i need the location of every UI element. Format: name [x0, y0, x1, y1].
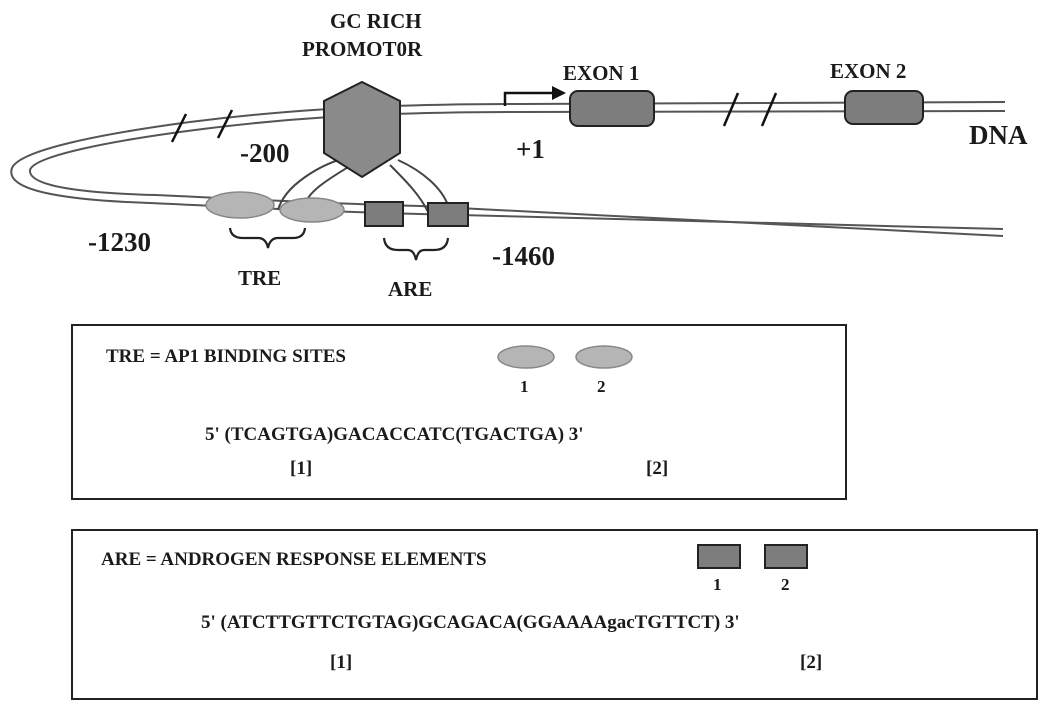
are-sequence: 5' (ATCTTGTTCTGTAG)GCAGACA(GGAAAAgacTGTT…	[201, 612, 740, 633]
are-info-box: ARE = ANDROGEN RESPONSE ELEMENTS 1 2 5' …	[71, 529, 1038, 700]
exon-2-box	[844, 90, 924, 125]
break-mark	[170, 113, 188, 143]
strand-break-marks	[170, 92, 778, 143]
break-mark	[722, 92, 740, 127]
tss-arrow-line	[503, 91, 552, 106]
are-legend-box-2	[764, 544, 808, 569]
tre-legend-number-2: 2	[597, 377, 606, 396]
promoter-label-line2: PROMOT0R	[302, 37, 423, 61]
are-label: ARE	[388, 277, 432, 301]
tre-site-2-marker: [2]	[646, 458, 668, 479]
position-minus200: -200	[240, 138, 290, 168]
tre-site-2-oval	[279, 197, 345, 223]
position-plus1: +1	[516, 134, 545, 164]
connector-are	[389, 164, 429, 213]
tre-legend-number-1: 1	[520, 377, 529, 396]
tre-brace	[228, 227, 307, 249]
are-legend-number-1: 1	[713, 575, 722, 594]
exon-1-box	[569, 90, 655, 127]
are-site-1-box	[364, 201, 404, 227]
tre-legend-oval-1	[497, 345, 555, 369]
position-minus1230: -1230	[88, 227, 151, 257]
tre-label: TRE	[238, 266, 281, 290]
are-box-title: ARE = ANDROGEN RESPONSE ELEMENTS	[101, 549, 487, 570]
tre-box-frame	[71, 324, 847, 500]
dna-label: DNA	[969, 120, 1028, 150]
tre-sequence: 5' (TCAGTGA)GACACCATC(TGACTGA) 3'	[205, 424, 584, 445]
are-brace	[382, 237, 450, 261]
promoter-label-line1: GC RICH	[330, 9, 422, 33]
gc-promoter-hexagon	[323, 80, 401, 179]
tre-info-box: TRE = AP1 BINDING SITES 1 2 5' (TCAGTGA)…	[71, 324, 847, 500]
break-mark	[216, 109, 234, 139]
exon-2-label: EXON 2	[830, 59, 906, 83]
are-site-2-marker: [2]	[800, 652, 822, 673]
tre-legend-oval-2	[575, 345, 633, 369]
are-box-frame	[71, 529, 1038, 700]
exon-1-label: EXON 1	[563, 61, 639, 85]
tss-arrow-head	[552, 86, 566, 100]
are-site-1-marker: [1]	[330, 652, 352, 673]
are-legend-box-1	[697, 544, 741, 569]
tre-box-title: TRE = AP1 BINDING SITES	[106, 346, 346, 367]
position-minus1460: -1460	[492, 241, 555, 271]
are-legend-number-2: 2	[781, 575, 790, 594]
are-site-2-box	[427, 202, 469, 227]
transcription-start-arrow	[503, 86, 566, 106]
tre-site-1-oval	[205, 191, 275, 219]
tre-site-1-marker: [1]	[290, 458, 312, 479]
break-mark	[760, 92, 778, 127]
